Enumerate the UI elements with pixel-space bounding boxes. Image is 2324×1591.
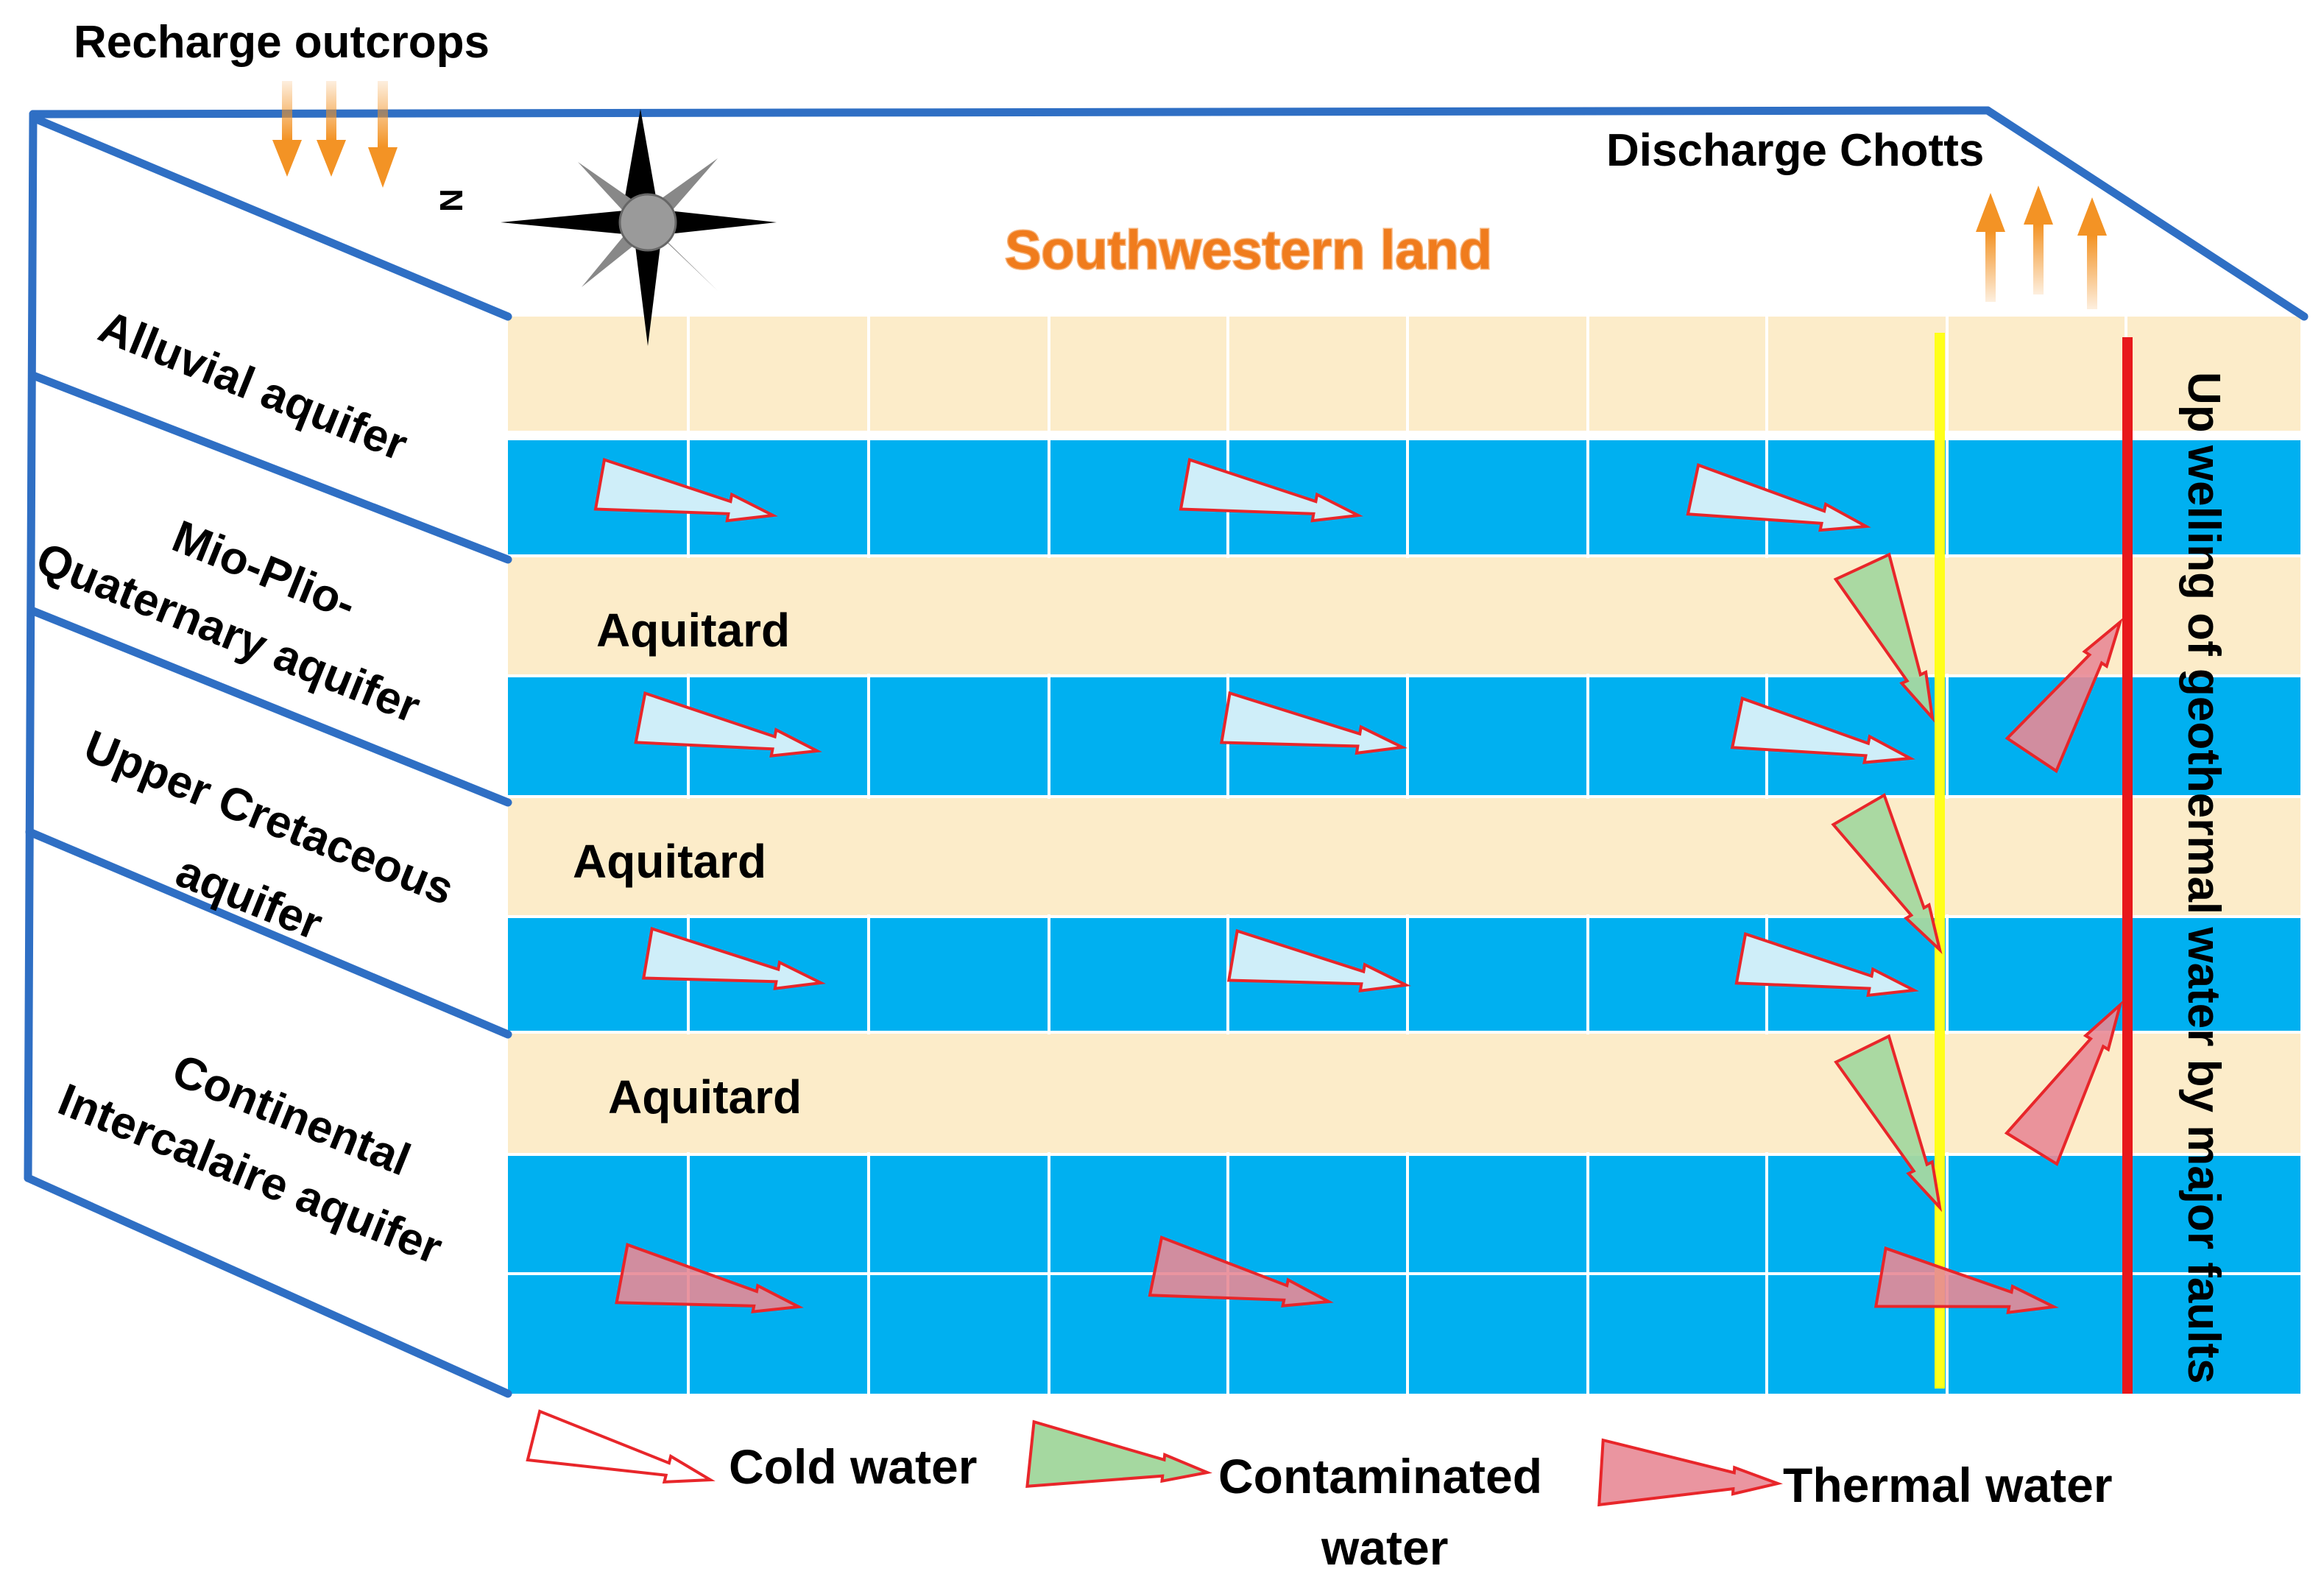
legend-thermal-arrow xyxy=(1597,1438,1783,1507)
aquifer-band-alluvial xyxy=(508,440,2300,554)
contaminated-water-arrow xyxy=(1831,793,1943,955)
cold-water-arrow xyxy=(641,926,826,991)
aquitard-band-top xyxy=(508,317,2300,431)
block-frame xyxy=(24,106,2309,1398)
cold-water-arrow xyxy=(593,457,778,523)
compass-rose: N xyxy=(434,109,777,346)
aquitard-label-2: Aquitard xyxy=(573,835,766,888)
layer-labels: Alluvial aquifer Mio-Plio- Quaternary aq… xyxy=(29,301,461,1274)
recharge-arrows xyxy=(272,81,398,188)
recharge-label: Recharge outcrops xyxy=(74,17,490,68)
cold-water-arrow xyxy=(1734,931,1919,998)
legend-cold-arrow xyxy=(526,1409,716,1484)
land-title: Southwestern land xyxy=(1005,219,1492,281)
legend-thermal-label: Thermal water xyxy=(1783,1458,2113,1512)
contaminated-water-arrow xyxy=(1833,552,1935,723)
thermal-water-arrow xyxy=(1873,1246,2059,1315)
cold-water-arrow xyxy=(1226,928,1411,993)
cold-water-arrow xyxy=(1220,691,1408,755)
strata-block xyxy=(508,317,2300,1394)
legend: Cold water Contaminated water Thermal wa… xyxy=(526,1409,2113,1575)
discharge-arrows xyxy=(1976,186,2107,309)
thermal-water-arrow xyxy=(1148,1235,1334,1308)
cold-water-arrow xyxy=(1179,457,1363,523)
cold-water-arrow xyxy=(1686,463,1871,532)
legend-contaminated-label: Contaminated xyxy=(1218,1449,1542,1503)
upwelling-label: Up welling of geothermal water by major … xyxy=(2178,372,2229,1384)
aquitard-label-3: Aquitard xyxy=(608,1070,802,1123)
layer-label-upper-cretaceous-2: aquifer xyxy=(169,846,330,950)
aquifer-band-upper-cretaceous xyxy=(508,917,2300,1031)
cold-water-arrow xyxy=(634,691,822,758)
contaminated-water-arrow xyxy=(1834,1034,1943,1213)
thermal-upwelling-arrow xyxy=(2005,618,2123,774)
legend-contaminated-label-2: water xyxy=(1321,1520,1448,1575)
flow-arrows xyxy=(593,457,2123,1315)
discharge-label: Discharge Chotts xyxy=(1606,125,1984,176)
legend-cold-label: Cold water xyxy=(729,1439,977,1494)
layer-label-alluvial: Alluvial aquifer xyxy=(92,301,414,470)
thermal-water-arrow xyxy=(615,1243,804,1313)
legend-contaminated-arrow xyxy=(1025,1419,1212,1488)
thermal-upwelling-arrow xyxy=(2004,1001,2123,1166)
aquifer-band-mio-plio xyxy=(508,676,2300,795)
cold-water-arrow xyxy=(1730,696,1915,764)
compass-north-letter: N xyxy=(434,188,470,212)
aquitard-label-1: Aquitard xyxy=(596,604,790,657)
